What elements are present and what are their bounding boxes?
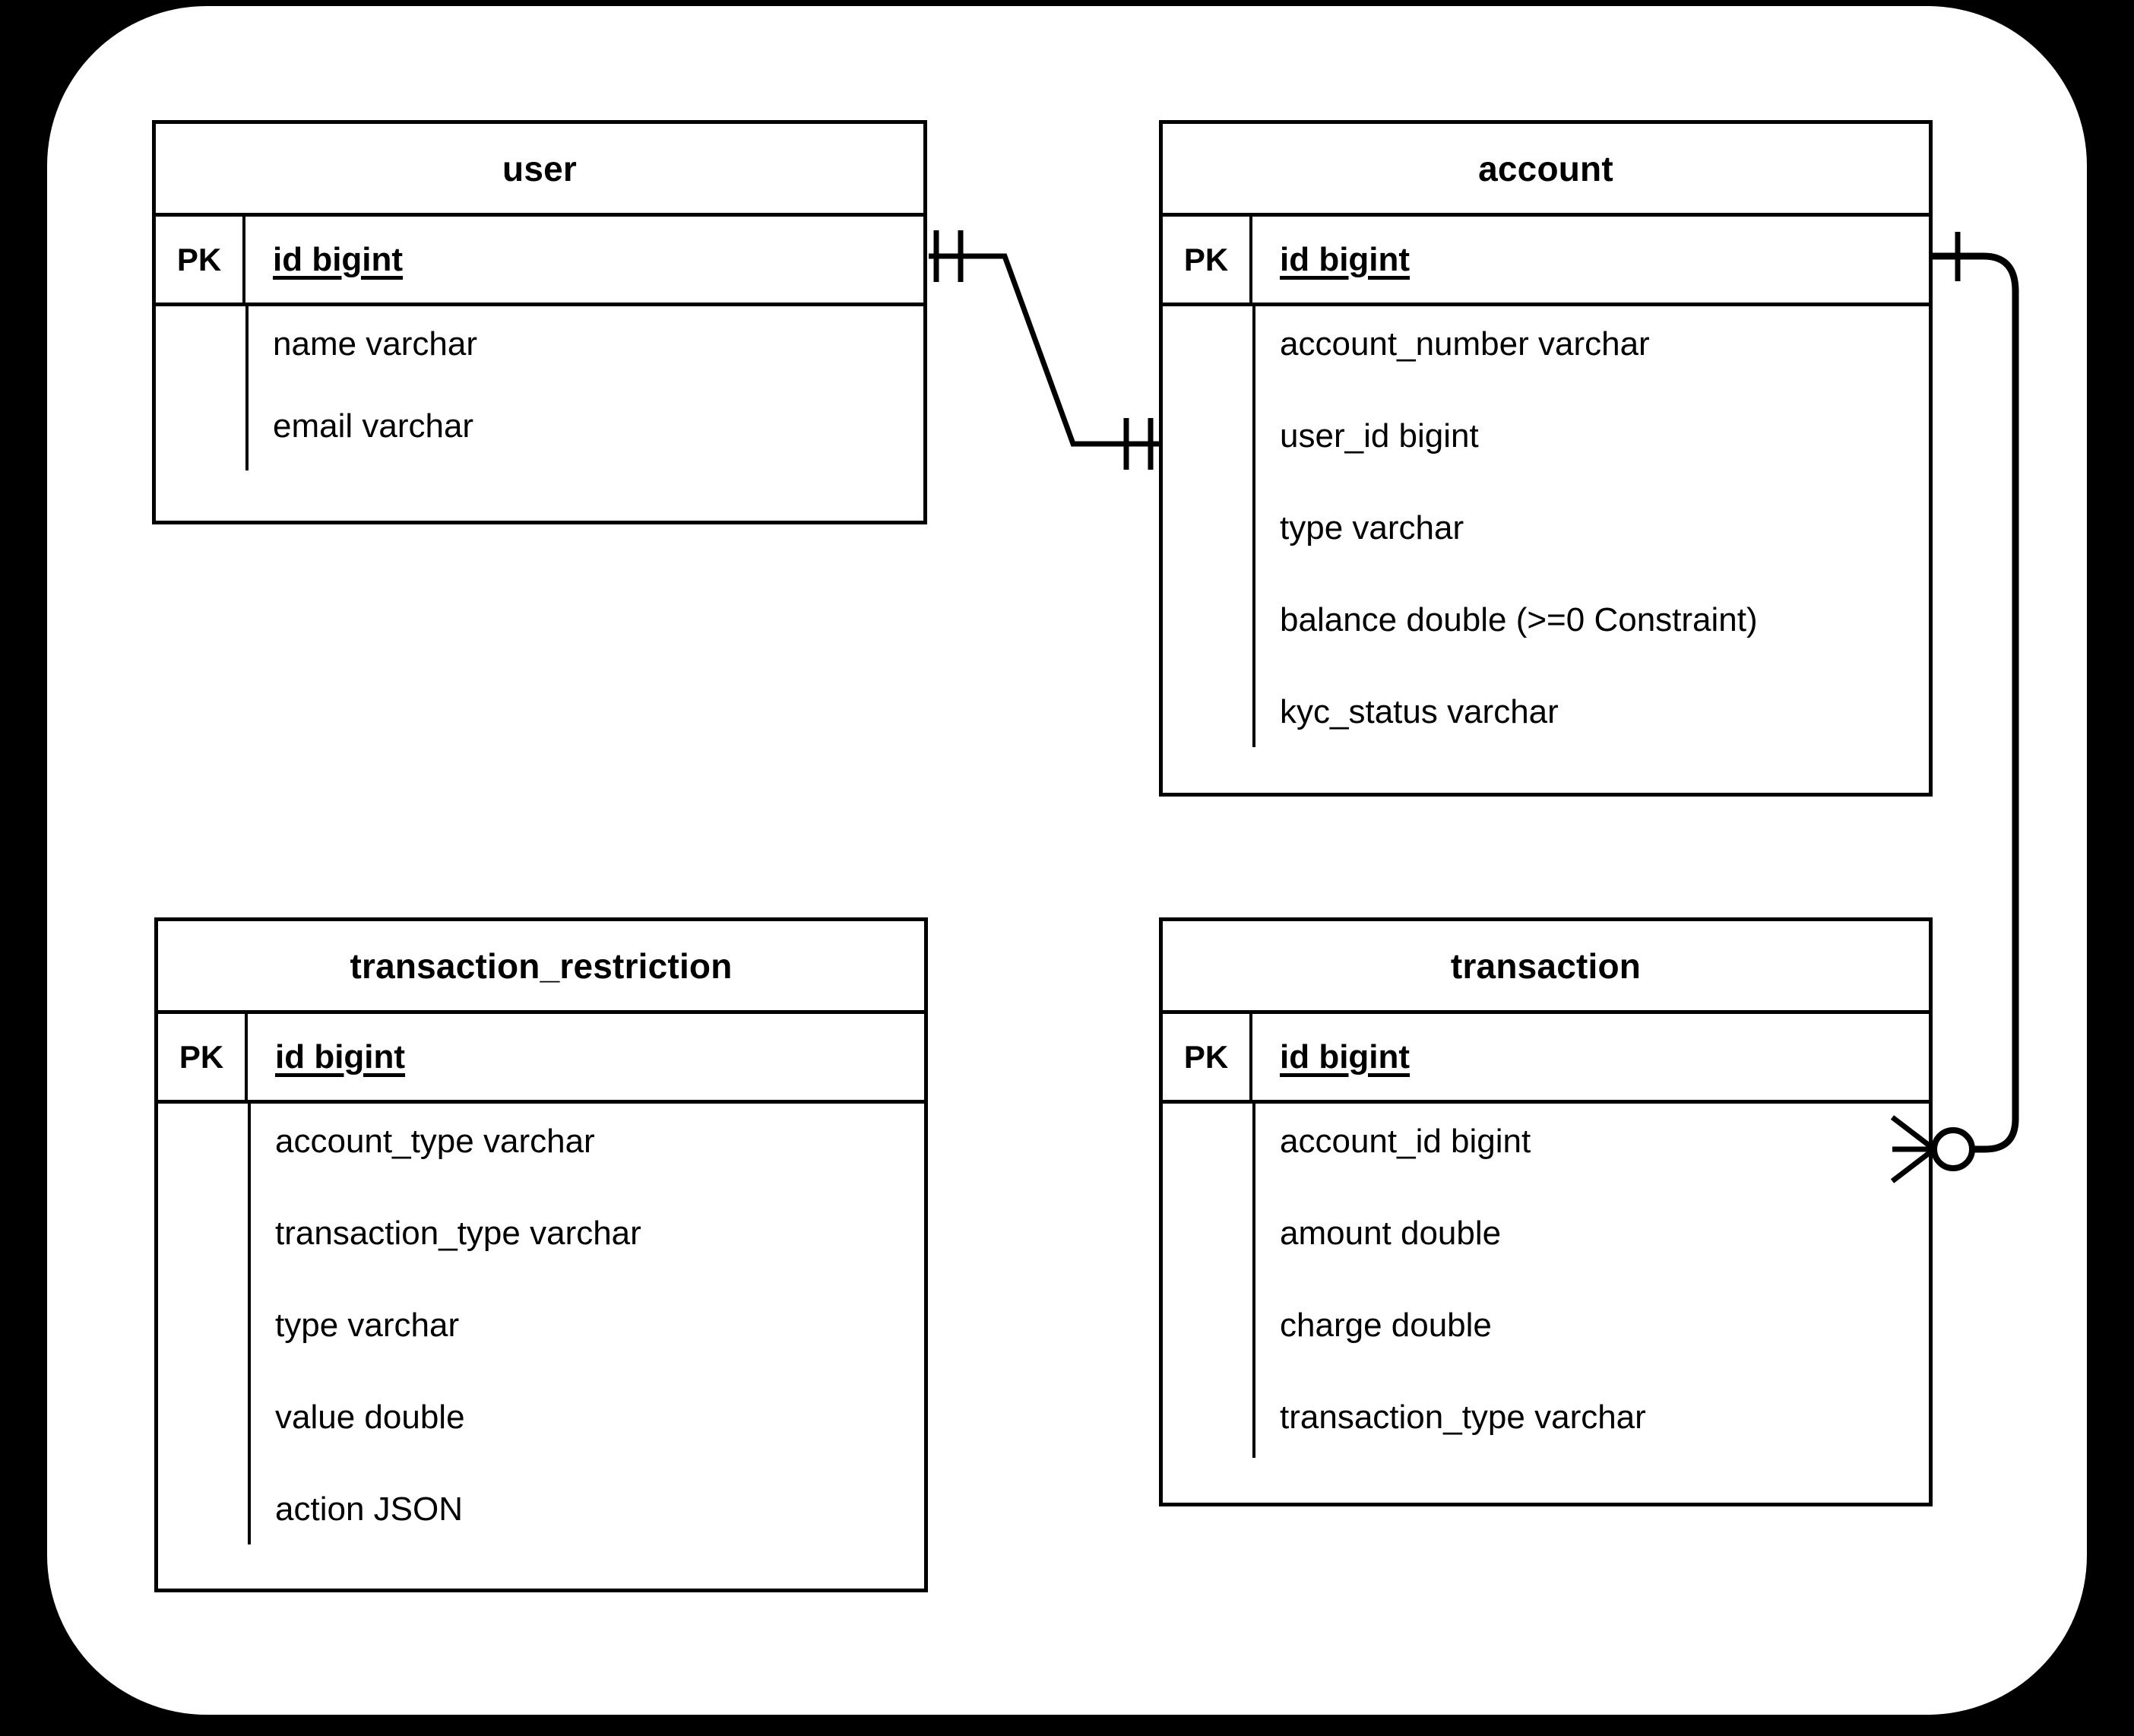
attribute-row: transaction_type varchar <box>1280 1399 1646 1436</box>
entity-account-pk-field: id bigint <box>1280 240 1411 278</box>
entity-user[interactable]: user PK id bigint name varchar email var… <box>152 120 927 524</box>
attribute-row: account_type varchar <box>275 1123 595 1160</box>
attribute-row: action JSON <box>275 1490 463 1528</box>
attribute-row: kyc_status varchar <box>1280 693 1559 730</box>
attribute-row: account_number varchar <box>1280 325 1650 363</box>
entity-user-pk-field: id bigint <box>273 240 404 278</box>
entity-account-pk-label: PK <box>1163 217 1252 303</box>
entity-transaction-restriction-title: transaction_restriction <box>158 921 924 1014</box>
entity-transaction-restriction-gutter <box>158 1104 248 1589</box>
entity-transaction-restriction-pk-row: PK id bigint <box>158 1014 924 1104</box>
attribute-row: type varchar <box>1280 509 1464 546</box>
attribute-row: type varchar <box>275 1307 460 1344</box>
attribute-row: transaction_type varchar <box>275 1215 641 1252</box>
attribute-row: balance double (>=0 Constraint) <box>1280 601 1758 638</box>
entity-transaction-attributes: account_id bigint amount double charge d… <box>1252 1104 1929 1503</box>
attribute-row: user_id bigint <box>1280 417 1479 455</box>
entity-transaction-title: transaction <box>1163 921 1929 1014</box>
entity-transaction-restriction-pk-field: id bigint <box>275 1037 406 1075</box>
entity-user-body-divider <box>245 306 249 470</box>
attribute-row: account_id bigint <box>1280 1123 1531 1160</box>
entity-transaction-restriction[interactable]: transaction_restriction PK id bigint acc… <box>154 917 928 1592</box>
entity-transaction-restriction-body-divider <box>248 1104 251 1544</box>
entity-transaction-body: account_id bigint amount double charge d… <box>1163 1104 1929 1503</box>
entity-account-body: account_number varchar user_id bigint ty… <box>1163 306 1929 793</box>
entity-user-pk-row: PK id bigint <box>156 217 923 306</box>
attribute-row: amount double <box>1280 1215 1502 1252</box>
entity-account-pk-row: PK id bigint <box>1163 217 1929 306</box>
entity-transaction-restriction-attributes: account_type varchar transaction_type va… <box>248 1104 924 1589</box>
entity-transaction[interactable]: transaction PK id bigint account_id bigi… <box>1159 917 1933 1506</box>
attribute-row: charge double <box>1280 1307 1492 1344</box>
entity-account-attributes: account_number varchar user_id bigint ty… <box>1252 306 1929 793</box>
attribute-row: name varchar <box>273 325 478 363</box>
entity-user-gutter <box>156 306 245 521</box>
entity-transaction-body-divider <box>1252 1104 1255 1458</box>
entity-user-title: user <box>156 124 923 217</box>
entity-account-gutter <box>1163 306 1252 793</box>
entity-account[interactable]: account PK id bigint account_number varc… <box>1159 120 1933 797</box>
entity-transaction-restriction-body: account_type varchar transaction_type va… <box>158 1104 924 1589</box>
entity-user-body: name varchar email varchar <box>156 306 923 521</box>
entity-account-title: account <box>1163 124 1929 217</box>
entity-transaction-restriction-pk-label: PK <box>158 1014 248 1100</box>
entity-transaction-pk-label: PK <box>1163 1014 1252 1100</box>
entity-user-attributes: name varchar email varchar <box>245 306 923 521</box>
attribute-row: value double <box>275 1399 465 1436</box>
entity-transaction-gutter <box>1163 1104 1252 1503</box>
attribute-row: email varchar <box>273 407 474 445</box>
entity-transaction-pk-field: id bigint <box>1280 1037 1411 1075</box>
entity-transaction-pk-row: PK id bigint <box>1163 1014 1929 1104</box>
entity-user-pk-label: PK <box>156 217 245 303</box>
entity-account-body-divider <box>1252 306 1255 747</box>
